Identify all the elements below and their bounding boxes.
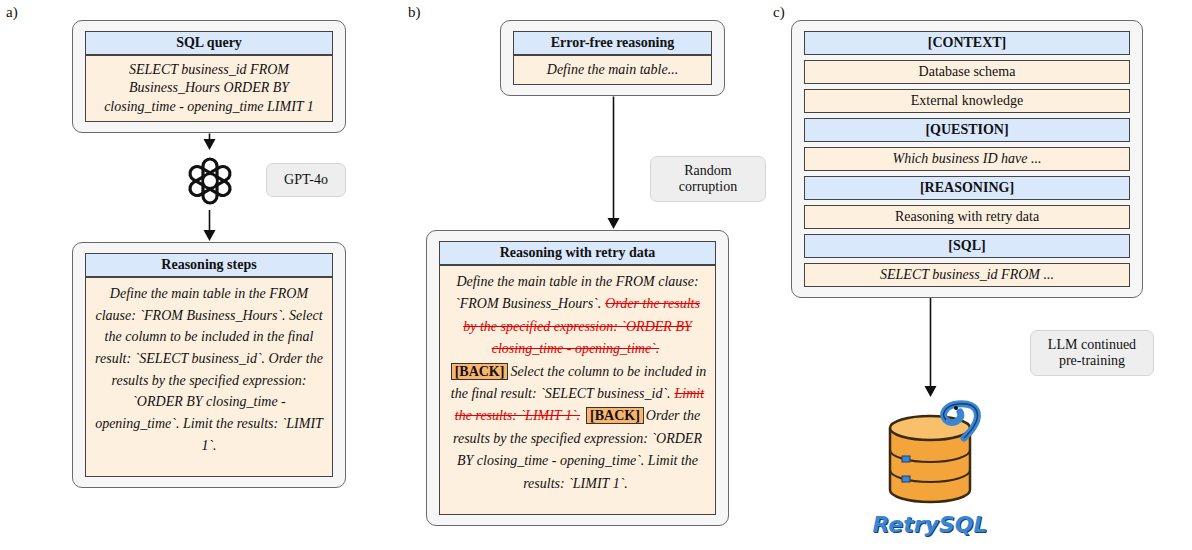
text-box: Database schema [804, 60, 1130, 84]
text-box: [QUESTION] [804, 118, 1130, 142]
panel-label: b) [408, 4, 421, 21]
text-box: Define the main table in the FROM clause… [439, 265, 716, 515]
text-box: [REASONING] [804, 176, 1130, 200]
box-text: [SQL] [948, 238, 985, 253]
box-text: [REASONING] [920, 180, 1014, 195]
database-snake-icon [860, 398, 1000, 508]
box-text: LLM continued pre-training [1037, 337, 1147, 369]
logo-wordmark: RetrySQL [860, 512, 1000, 537]
container-box: [CONTEXT] Database schemaExternal knowled… [791, 20, 1143, 298]
step-label-box: LLM continued pre-training [1030, 330, 1154, 376]
container-box: Error-free reasoningDefine the main tabl… [500, 20, 725, 96]
box-text: [QUESTION] [925, 122, 1008, 137]
section-header: SQL query [85, 31, 333, 55]
gpt-logo [184, 155, 236, 207]
container-box: SQL querySELECT business_id FROM Busines… [72, 20, 346, 133]
box-text: Which business ID have ... [893, 151, 1042, 166]
box-text: SELECT business_id FROM Business_Hours O… [104, 62, 314, 114]
box-text: Define the main table... [547, 62, 678, 77]
box-text: Reasoning with retry data [895, 209, 1039, 224]
text-box: External knowledge [804, 89, 1130, 113]
panel-label: c) [773, 4, 785, 21]
panel-label: a) [6, 4, 18, 21]
text-box: [SQL] [804, 234, 1130, 258]
box-text: Database schema [919, 64, 1016, 79]
text-box: SELECT business_id FROM Business_Hours O… [85, 55, 333, 122]
back-token: [BACK] [586, 407, 644, 424]
text-box: Reasoning with retry data [804, 205, 1130, 229]
box-text: External knowledge [911, 93, 1023, 108]
text-box: Define the main table in the FROM clause… [85, 277, 333, 477]
text-box: SELECT business_id FROM ... [804, 263, 1130, 287]
container-box: Reasoning stepsDefine the main table in … [72, 242, 346, 488]
text-box: Which business ID have ... [804, 147, 1130, 171]
box-text: SELECT business_id FROM ... [880, 267, 1054, 282]
step-label-box: Random corruption [650, 156, 766, 202]
section-header: Error-free reasoning [513, 31, 712, 55]
box-text: Define the main table in the FROM clause… [95, 286, 323, 453]
section-header: Reasoning steps [85, 253, 333, 277]
box-text: Random corruption [657, 163, 759, 195]
model-logo: RetrySQL [860, 398, 1000, 537]
section-header: Reasoning with retry data [439, 241, 716, 265]
container-box: Reasoning with retry dataDefine the main… [426, 230, 729, 526]
box-text: GPT-4o [284, 172, 328, 188]
back-token: [BACK] [451, 363, 509, 380]
flow-arrow [608, 96, 620, 229]
text-box: Define the main table... [513, 55, 712, 85]
flow-arrow [925, 298, 937, 397]
section-header: [CONTEXT] [804, 31, 1130, 55]
step-label-box: GPT-4o [266, 163, 346, 197]
